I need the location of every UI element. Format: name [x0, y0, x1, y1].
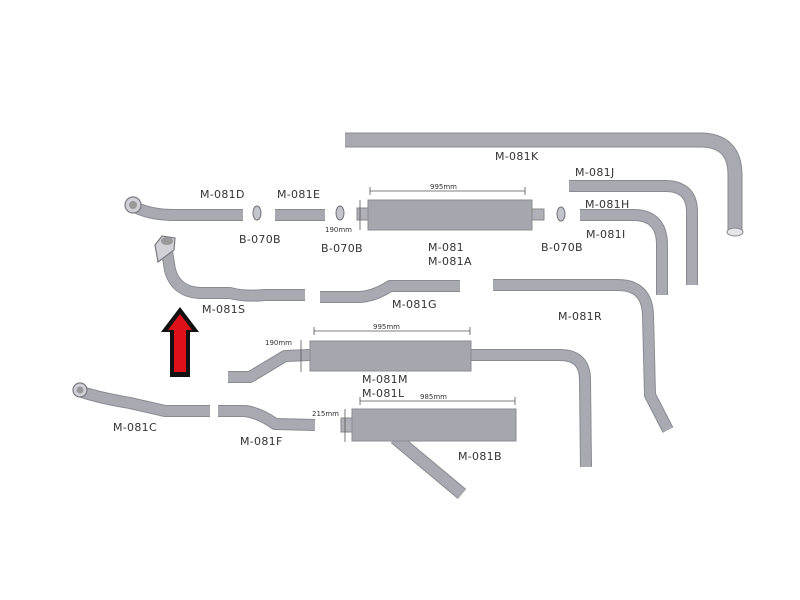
pipe-m-081j — [569, 180, 698, 285]
clamp-icon — [335, 205, 345, 221]
pipe-m-081g — [320, 280, 460, 303]
label-m-081a: M-081A — [428, 255, 472, 268]
label-m-081c: M-081C — [113, 421, 157, 434]
dim-muffler3-length: 985mm — [420, 393, 447, 401]
dim-muffler2-length: 995mm — [373, 323, 400, 331]
dim-muffler3-dia: 215mm — [312, 410, 339, 418]
dim-muffler1-length: 995mm — [430, 183, 457, 191]
pipe-m-081d — [124, 196, 243, 221]
label-m-081h: M-081H — [585, 198, 630, 211]
pipe-m-081c — [72, 382, 210, 417]
label-m-081: M-081 — [428, 241, 464, 254]
clamp-icon — [556, 206, 566, 222]
label-m-081e: M-081E — [277, 188, 320, 201]
dim-muffler1-dia: 190mm — [325, 226, 352, 234]
pipe-m-081k — [345, 132, 744, 237]
label-m-081g: M-081G — [392, 298, 437, 311]
label-m-081f: M-081F — [240, 435, 283, 448]
label-m-081b: M-081B — [458, 450, 502, 463]
label-b-070b-3: B-070B — [541, 241, 583, 254]
label-b-070b-1: B-070B — [239, 233, 281, 246]
label-m-081d: M-081D — [200, 188, 245, 201]
label-m-081k: M-081K — [495, 150, 539, 163]
label-m-081j: M-081J — [575, 166, 615, 179]
arrow-up-icon — [161, 307, 199, 377]
muffler-m-081b — [340, 397, 517, 499]
muffler-m-081m — [228, 327, 592, 468]
pipe-m-081r — [493, 279, 674, 433]
label-m-081s: M-081S — [202, 303, 245, 316]
label-m-081r: M-081R — [558, 310, 602, 323]
clamp-icon — [252, 205, 262, 221]
label-m-081i: M-081I — [586, 228, 626, 241]
pipe-m-081s — [154, 235, 305, 302]
pipe-m-081f — [218, 405, 316, 431]
pipe-m-081h — [580, 209, 668, 295]
label-b-070b-2: B-070B — [321, 242, 363, 255]
label-m-081m: M-081M — [362, 373, 408, 386]
dim-muffler2-dia: 190mm — [265, 339, 292, 347]
muffler-m-081 — [356, 187, 545, 231]
label-m-081l: M-081L — [362, 387, 405, 400]
